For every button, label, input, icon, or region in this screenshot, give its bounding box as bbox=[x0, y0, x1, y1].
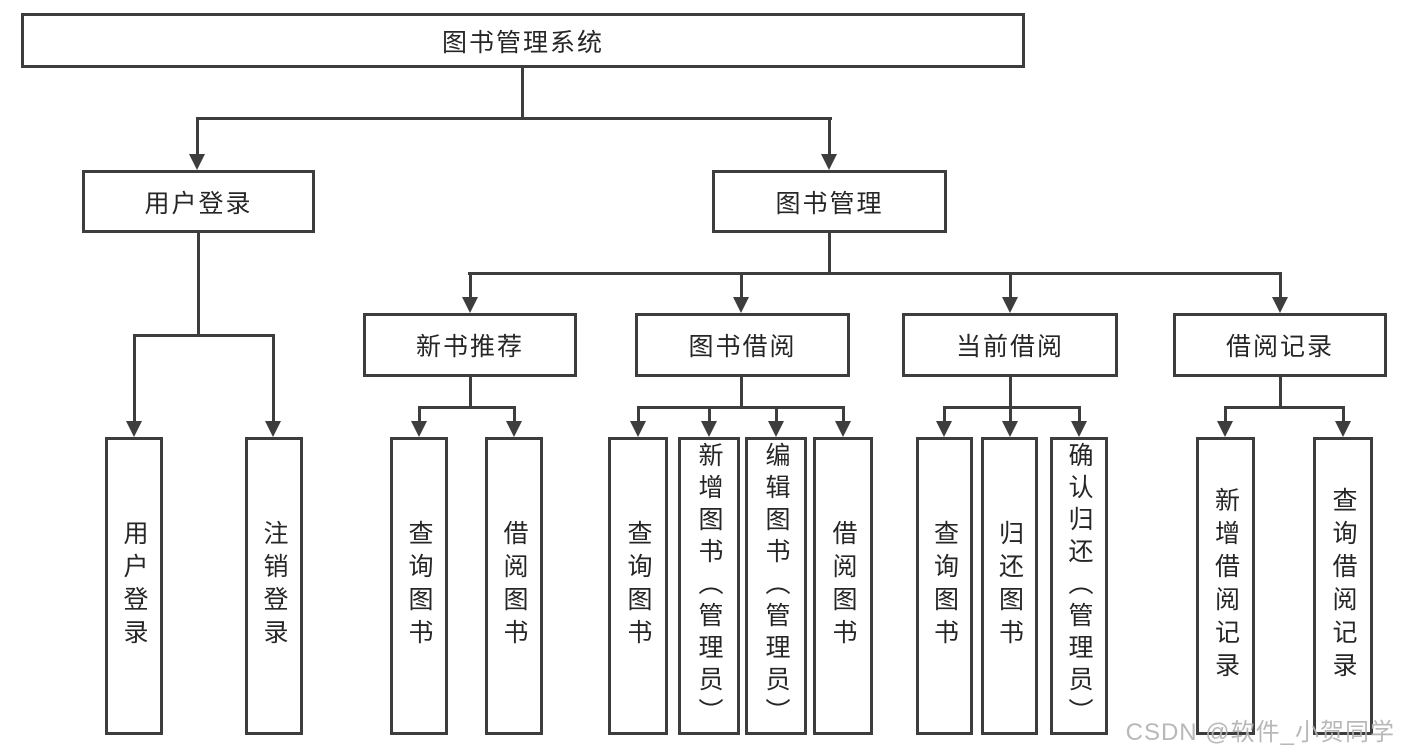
connector-line bbox=[1009, 272, 1012, 300]
leaf-borrow-query-books-label: 查询图书 bbox=[624, 520, 652, 652]
arrowhead-icon bbox=[1217, 421, 1233, 437]
connector-line bbox=[637, 406, 640, 423]
connector-line bbox=[1279, 272, 1282, 300]
leaf-records-add-record: 新增借阅记录 bbox=[1196, 437, 1255, 735]
node-user-login-label: 用户登录 bbox=[144, 189, 253, 218]
arrowhead-icon bbox=[835, 421, 851, 437]
connector-line bbox=[943, 406, 946, 423]
connector-line bbox=[828, 233, 831, 274]
node-current-borrow: 当前借阅 bbox=[902, 313, 1118, 377]
node-book-management: 图书管理 bbox=[712, 170, 947, 233]
connector-line bbox=[196, 117, 832, 120]
node-current-borrow-label: 当前借阅 bbox=[955, 333, 1064, 361]
csdn-watermark: CSDN @软件_小贺同学 bbox=[1125, 719, 1395, 746]
connector-line bbox=[418, 406, 516, 409]
leaf-current-query-books: 查询图书 bbox=[916, 437, 973, 735]
connector-line bbox=[513, 406, 516, 423]
node-book-borrow: 图书借阅 bbox=[635, 313, 850, 377]
arrowhead-icon bbox=[126, 421, 142, 437]
arrowhead-icon bbox=[189, 154, 205, 170]
connector-line bbox=[775, 406, 778, 423]
connector-line bbox=[1009, 406, 1012, 423]
connector-line bbox=[842, 406, 845, 423]
connector-line bbox=[1224, 406, 1227, 423]
connector-line bbox=[637, 406, 845, 409]
arrowhead-icon bbox=[768, 421, 784, 437]
connector-line bbox=[469, 272, 472, 300]
arrowhead-icon bbox=[506, 421, 522, 437]
connector-line bbox=[1009, 377, 1012, 408]
node-root: 图书管理系统 bbox=[21, 13, 1025, 68]
arrowhead-icon bbox=[1272, 297, 1288, 313]
node-book-management-label: 图书管理 bbox=[775, 189, 884, 218]
leaf-borrow-borrow-books: 借阅图书 bbox=[813, 437, 873, 735]
leaf-current-confirm-return-admin-label: 确认归还（管理员） bbox=[1065, 442, 1093, 730]
connector-line bbox=[521, 68, 524, 118]
node-borrow-records-label: 借阅记录 bbox=[1225, 333, 1334, 361]
leaf-borrow-edit-books-admin: 编辑图书（管理员） bbox=[745, 437, 807, 735]
arrowhead-icon bbox=[462, 297, 478, 313]
connector-line bbox=[197, 233, 200, 336]
leaf-current-return-books-label: 归还图书 bbox=[995, 520, 1024, 652]
leaf-records-query-record: 查询借阅记录 bbox=[1313, 437, 1373, 735]
connector-line bbox=[468, 272, 1281, 275]
connector-line bbox=[133, 334, 136, 423]
connector-line bbox=[1342, 406, 1345, 423]
node-new-book-recommend: 新书推荐 bbox=[363, 313, 577, 377]
arrowhead-icon bbox=[630, 421, 646, 437]
node-borrow-records: 借阅记录 bbox=[1173, 313, 1387, 377]
leaf-records-query-record-label: 查询借阅记录 bbox=[1329, 487, 1357, 685]
arrowhead-icon bbox=[265, 421, 281, 437]
leaf-recommend-borrow-books: 借阅图书 bbox=[485, 437, 543, 735]
node-new-book-recommend-label: 新书推荐 bbox=[415, 333, 524, 361]
leaf-user-login-label: 用户登录 bbox=[120, 520, 148, 652]
arrowhead-icon bbox=[1002, 421, 1018, 437]
leaf-recommend-borrow-books-label: 借阅图书 bbox=[500, 520, 528, 652]
leaf-recommend-query-books-label: 查询图书 bbox=[405, 520, 433, 652]
arrowhead-icon bbox=[1071, 421, 1087, 437]
arrowhead-icon bbox=[701, 421, 717, 437]
leaf-borrow-query-books: 查询图书 bbox=[608, 437, 668, 735]
leaf-logout-login-label: 注销登录 bbox=[260, 520, 288, 652]
connector-line bbox=[1279, 377, 1282, 408]
arrowhead-icon bbox=[936, 421, 952, 437]
leaf-recommend-query-books: 查询图书 bbox=[390, 437, 448, 735]
leaf-current-return-books: 归还图书 bbox=[981, 437, 1038, 735]
connector-line bbox=[272, 334, 275, 423]
leaf-current-query-books-label: 查询图书 bbox=[930, 520, 959, 652]
connector-line bbox=[469, 377, 472, 408]
leaf-current-confirm-return-admin: 确认归还（管理员） bbox=[1050, 437, 1108, 735]
leaf-borrow-borrow-books-label: 借阅图书 bbox=[829, 520, 857, 652]
connector-line bbox=[740, 377, 743, 408]
connector-line bbox=[1224, 406, 1345, 409]
arrowhead-icon bbox=[733, 297, 749, 313]
node-root-label: 图书管理系统 bbox=[441, 28, 604, 57]
leaf-user-login: 用户登录 bbox=[105, 437, 163, 735]
arrowhead-icon bbox=[1335, 421, 1351, 437]
leaf-records-add-record-label: 新增借阅记录 bbox=[1211, 487, 1240, 685]
connector-line bbox=[1078, 406, 1081, 423]
leaf-logout-login: 注销登录 bbox=[245, 437, 303, 735]
connector-line bbox=[133, 334, 274, 337]
arrowhead-icon bbox=[821, 154, 837, 170]
connector-line bbox=[828, 117, 831, 157]
arrowhead-icon bbox=[411, 421, 427, 437]
connector-line bbox=[418, 406, 421, 423]
node-book-borrow-label: 图书借阅 bbox=[688, 333, 797, 361]
connector-line bbox=[740, 272, 743, 300]
connector-line bbox=[943, 406, 1081, 409]
connector-line bbox=[196, 117, 199, 157]
leaf-borrow-edit-books-admin-label: 编辑图书（管理员） bbox=[762, 442, 790, 730]
node-user-login: 用户登录 bbox=[82, 170, 315, 233]
connector-line bbox=[708, 406, 711, 423]
leaf-borrow-add-books-admin: 新增图书（管理员） bbox=[678, 437, 740, 735]
arrowhead-icon bbox=[1002, 297, 1018, 313]
leaf-borrow-add-books-admin-label: 新增图书（管理员） bbox=[695, 442, 723, 730]
